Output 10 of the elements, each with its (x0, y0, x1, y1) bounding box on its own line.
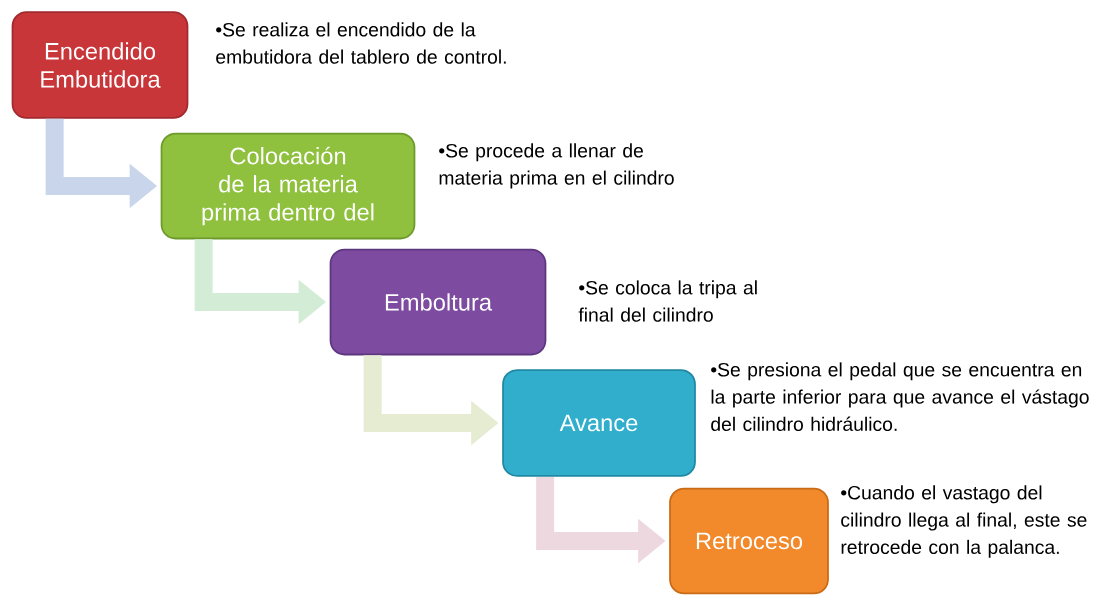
step-box: Colocación de la materia prima dentro del (160, 132, 416, 240)
bullet-text: •Se coloca la tripa al final del cilindro (578, 280, 757, 322)
bullet-text: •Se realiza el encendido de la embutidora del tablero de control. (216, 22, 506, 64)
bullet-text: •Se presiona el pedal que se encuentra en la parte inferior para que avance el vástago del cilindro hidráulico. (711, 362, 1089, 431)
step-box: Emboltura (329, 248, 547, 356)
bullet-text: •Se procede a llenar de materia prima en el cilindro (439, 143, 674, 189)
step-box: Retroceso (669, 487, 829, 595)
bullet-text: •Cuando el vastago del cilindro llega al final, este se retrocede con la palanca. (841, 485, 1087, 558)
step-box: Avance (502, 369, 696, 477)
step-box: Encendido Embutidora (11, 11, 189, 119)
